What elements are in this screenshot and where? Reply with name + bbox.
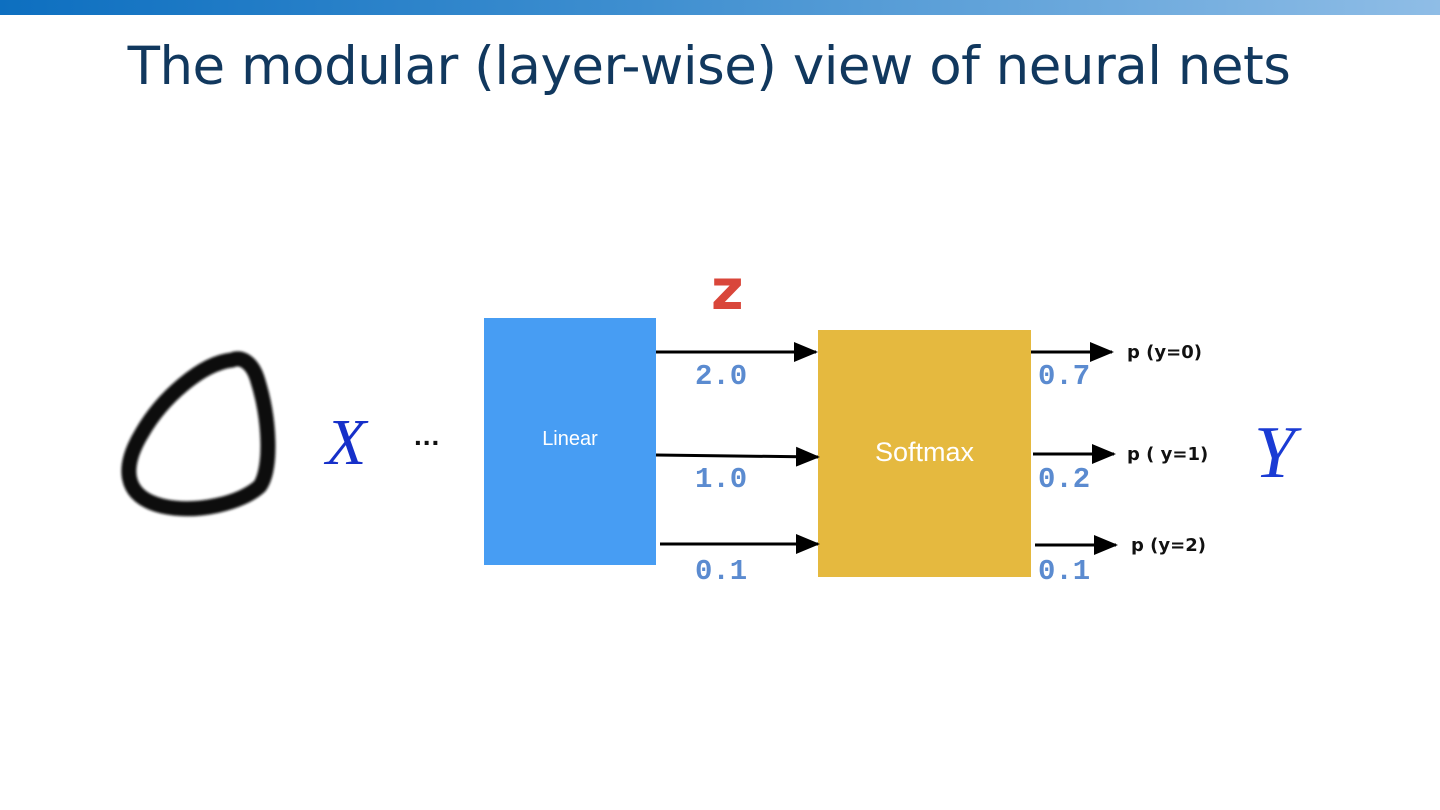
- output-label-0: p (y=0): [1127, 342, 1202, 363]
- probability-value-0: 0.7: [1038, 360, 1090, 393]
- logit-value-0: 2.0: [695, 360, 747, 393]
- output-label-1: p ( y=1): [1127, 444, 1208, 465]
- probability-value-2: 0.1: [1038, 555, 1090, 588]
- output-label-2: p (y=2): [1131, 535, 1206, 556]
- output-y-symbol: Y: [1254, 411, 1295, 496]
- logit-arrow-1: [656, 455, 818, 457]
- logit-value-2: 0.1: [695, 555, 747, 588]
- probability-value-1: 0.2: [1038, 463, 1090, 496]
- logit-value-1: 1.0: [695, 463, 747, 496]
